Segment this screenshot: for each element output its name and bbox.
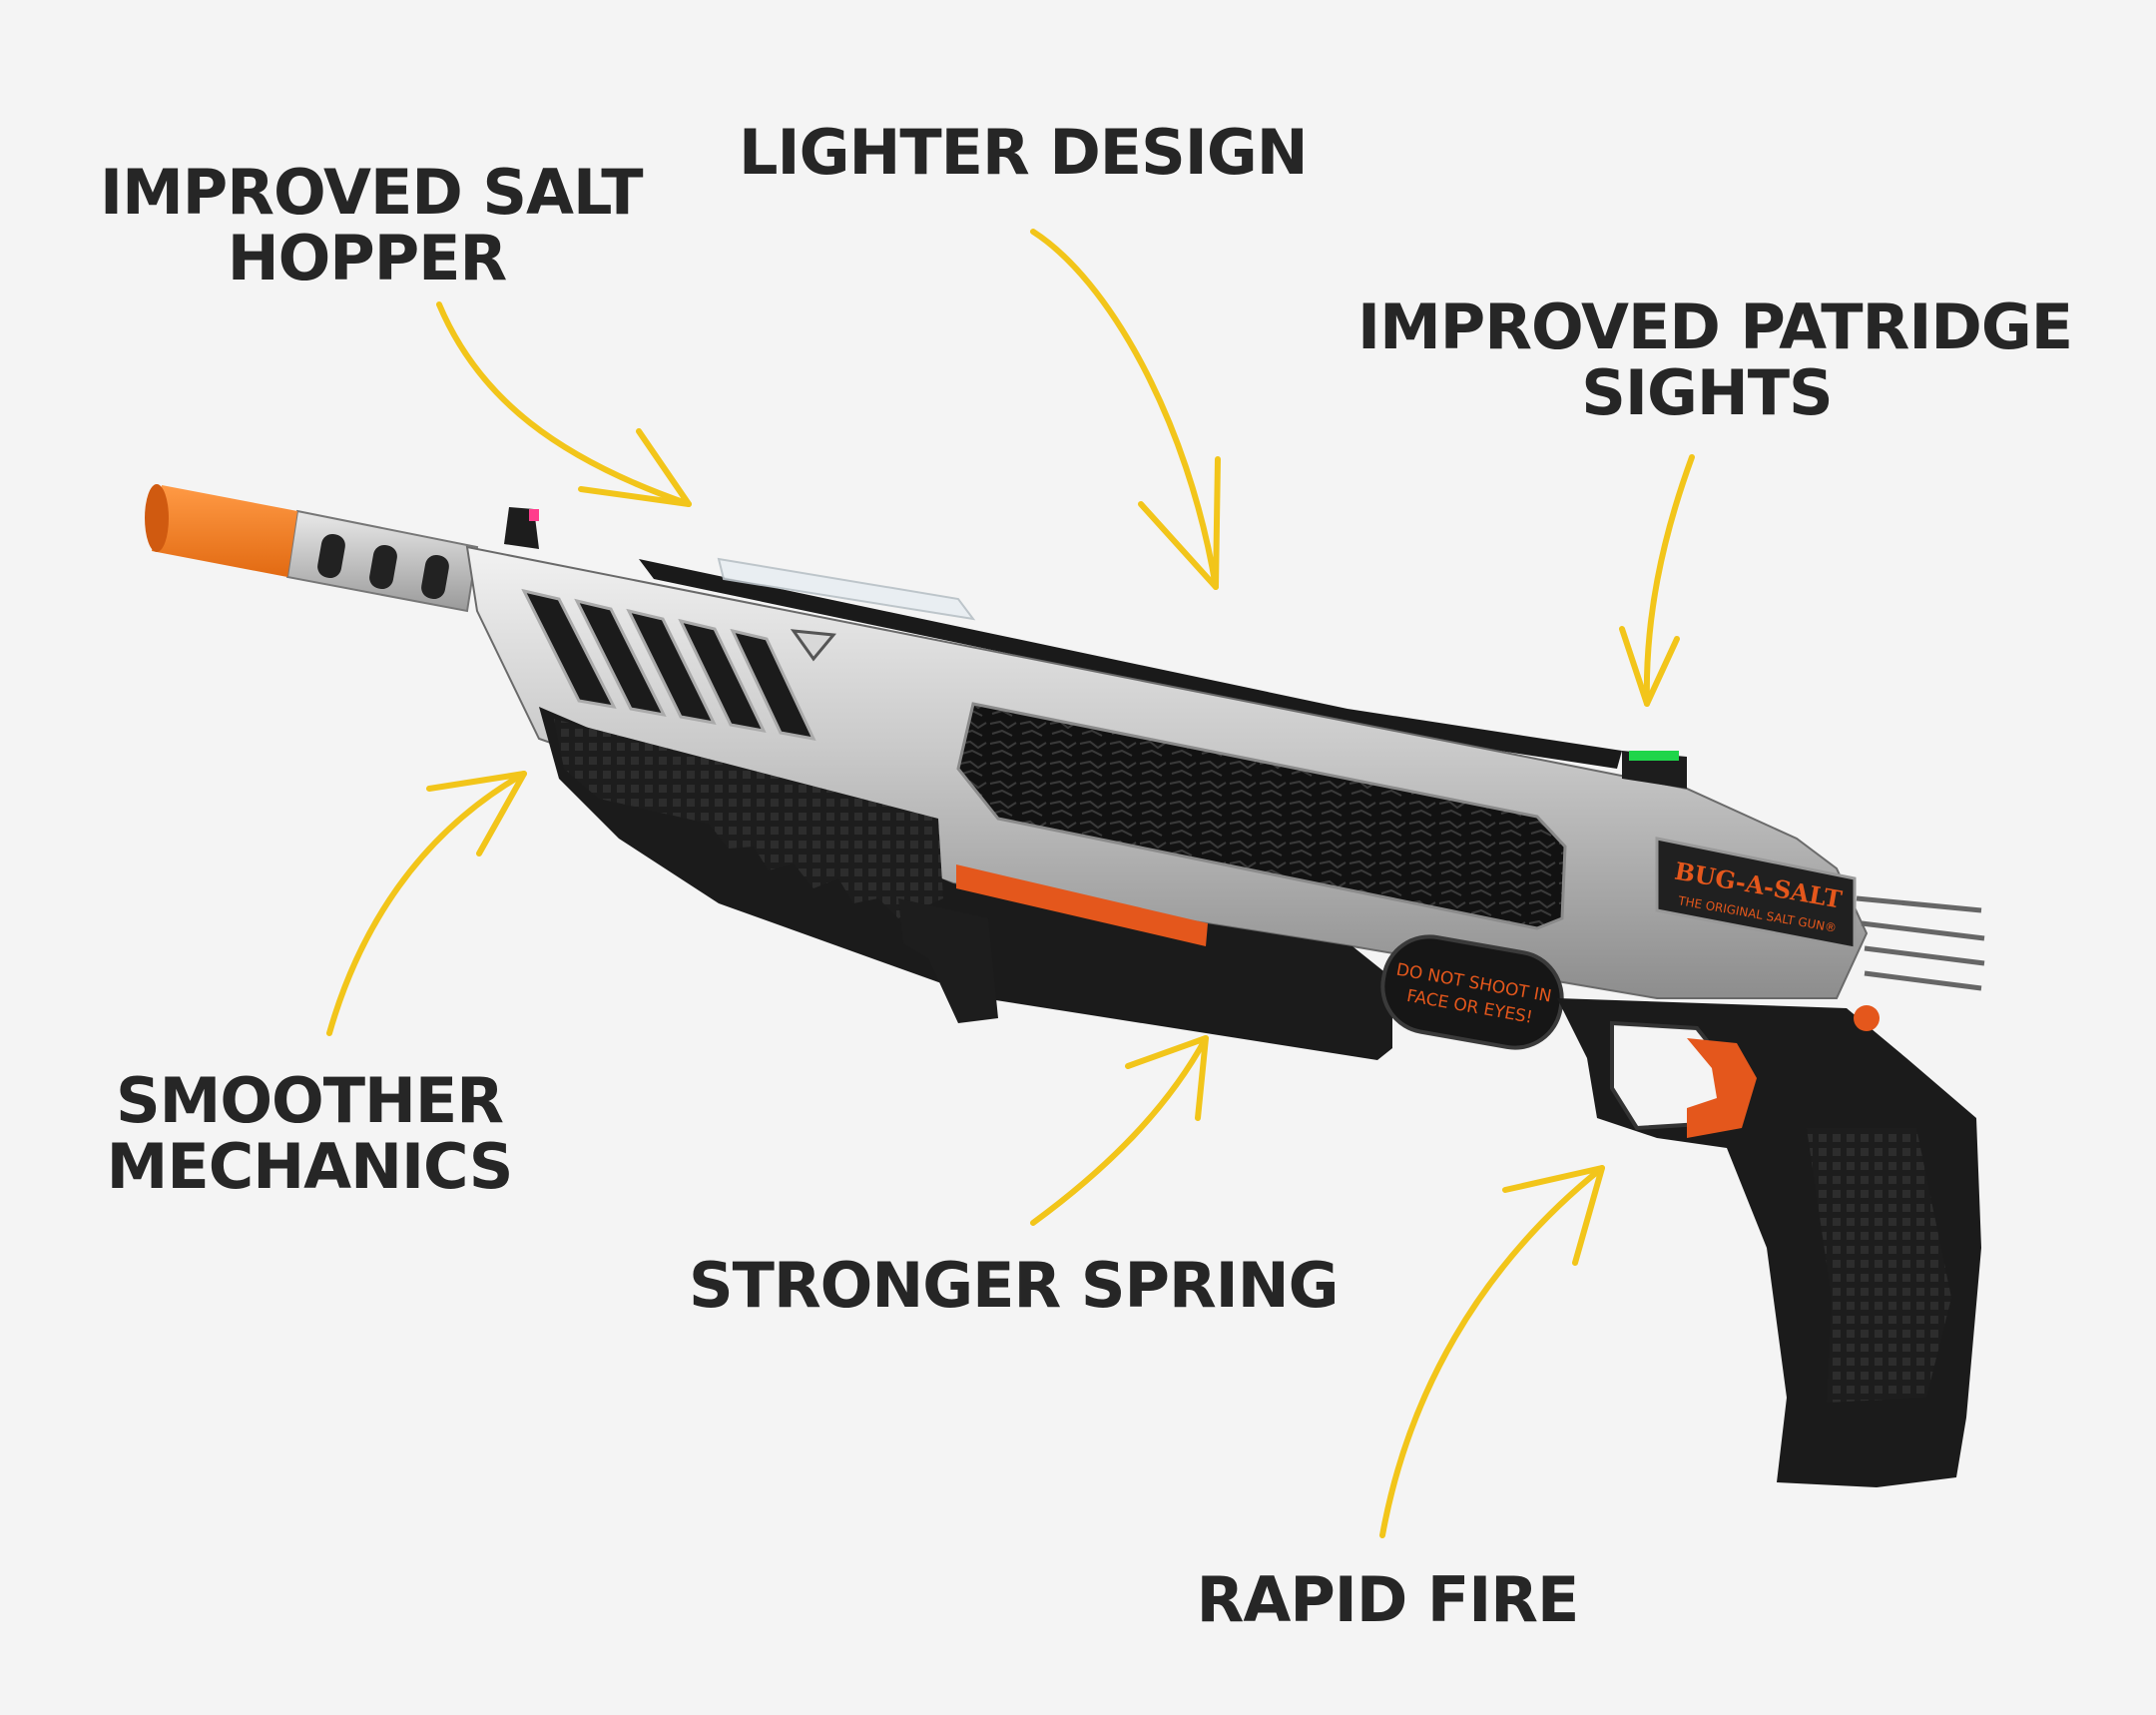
gun-body: DO NOT SHOOT IN FACE OR EYES! BUG-A-SALT… bbox=[145, 484, 1985, 1487]
trigger bbox=[1687, 1038, 1757, 1138]
salt-hopper bbox=[717, 557, 976, 621]
callout-label: IMPROVED PATRIDGE bbox=[1357, 290, 2073, 363]
callout-salt-hopper: IMPROVED SALT HOPPER bbox=[100, 156, 644, 294]
callout-stronger-spring: STRONGER SPRING bbox=[689, 1249, 1340, 1322]
callout-rapid-fire: RAPID FIRE bbox=[1188, 1567, 1587, 1633]
callout-lighter-design: LIGHTER DESIGN bbox=[739, 116, 1309, 189]
callout-label: HOPPER bbox=[227, 222, 508, 294]
arrow-icon bbox=[1030, 1035, 1209, 1226]
callout-smoother-mechanics: SMOOTHER MECHANICS bbox=[100, 1068, 519, 1200]
callout-label: LIGHTER DESIGN bbox=[739, 116, 1309, 189]
top-rail bbox=[639, 559, 1357, 727]
arrow-icon bbox=[1030, 229, 1221, 590]
pump-grip bbox=[554, 719, 943, 918]
grip-panel bbox=[956, 702, 1567, 930]
lower-body bbox=[539, 707, 1392, 1060]
callout-label: SIGHTS bbox=[1581, 356, 1833, 429]
vent-slots bbox=[521, 588, 816, 741]
arrow-icon bbox=[436, 301, 692, 507]
arrow-icon bbox=[1619, 454, 1695, 707]
muzzle-cap bbox=[152, 485, 297, 577]
callout-label: SMOOTHER bbox=[115, 1064, 504, 1137]
rear-ribs bbox=[1856, 895, 1985, 991]
callout-label: IMPROVED SALT bbox=[100, 156, 644, 229]
arrow-icon bbox=[1379, 1165, 1605, 1538]
callout-label: STRONGER SPRING bbox=[689, 1249, 1340, 1322]
callout-label: MECHANICS bbox=[106, 1130, 514, 1203]
arrow-icon bbox=[326, 771, 527, 1036]
callout-patridge-sights: IMPROVED PATRIDGE SIGHTS bbox=[1357, 290, 2073, 429]
callout-label: RAPID FIRE bbox=[1196, 1563, 1580, 1636]
spring-indicator bbox=[956, 864, 1208, 946]
